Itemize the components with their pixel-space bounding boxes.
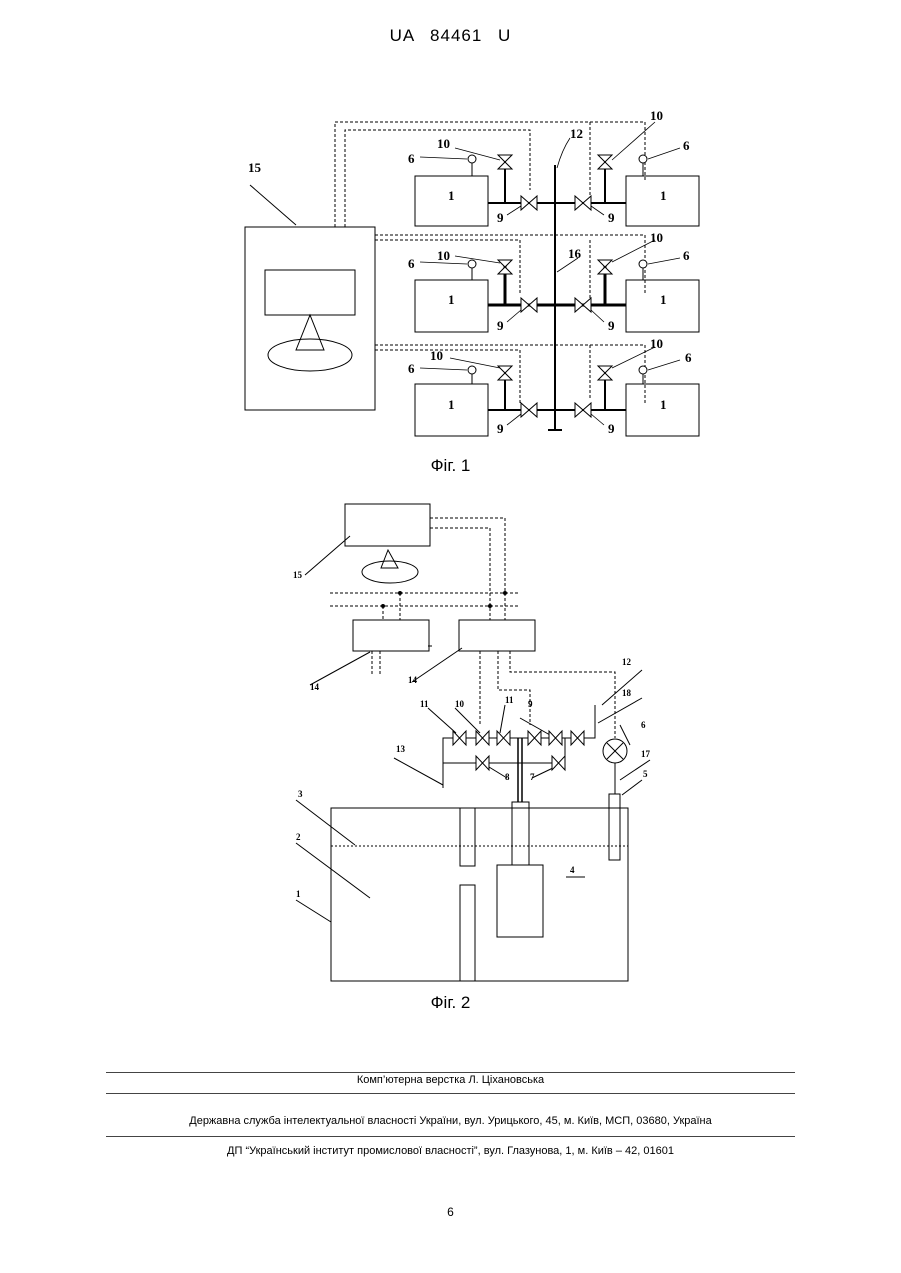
label-valve-main: 9 — [608, 210, 615, 225]
label-12: 12 — [622, 657, 632, 667]
label-valve-aux: 10 — [430, 348, 443, 363]
label-valve-aux: 10 — [650, 108, 663, 123]
label-sensor: 6 — [683, 138, 690, 153]
footer-divider — [106, 1072, 795, 1073]
label-valve-aux: 10 — [650, 230, 663, 245]
label-10: 10 — [455, 699, 465, 709]
label-tank: 1 — [448, 397, 455, 412]
label-sensor: 6 — [408, 151, 415, 166]
label-7: 7 — [530, 772, 535, 782]
label-valve-main: 9 — [608, 318, 615, 333]
label-valve-main: 9 — [608, 421, 615, 436]
figure-2-diagram — [296, 504, 650, 981]
computer-box — [345, 504, 430, 546]
label-sensor: 6 — [685, 350, 692, 365]
label-valve-main: 9 — [497, 210, 504, 225]
control-unit-right — [459, 620, 535, 651]
footer-service: Державна служба інтелектуальної власност… — [0, 1115, 901, 1127]
label-tank: 1 — [448, 188, 455, 203]
level-sensor-5 — [609, 794, 620, 860]
footer-institute: ДП “Український інститут промислової вла… — [0, 1145, 901, 1157]
label-tank: 1 — [660, 397, 667, 412]
label-4: 4 — [570, 865, 575, 875]
label-9: 9 — [528, 699, 533, 709]
label-15: 15 — [293, 570, 303, 580]
controller-stand — [296, 315, 324, 350]
label-collector: 12 — [570, 126, 583, 141]
label-tank: 1 — [660, 188, 667, 203]
label-pipe: 16 — [568, 246, 582, 261]
label-17: 17 — [641, 749, 651, 759]
page-number: 6 — [0, 1205, 901, 1219]
label-tank: 1 — [660, 292, 667, 307]
baffle-top — [460, 808, 475, 866]
label-11: 11 — [505, 695, 514, 705]
label-8: 8 — [505, 772, 510, 782]
tank — [331, 808, 628, 981]
label-valve-aux: 10 — [650, 336, 663, 351]
control-unit-left — [353, 620, 429, 651]
figure-1-caption: Фіг. 1 — [0, 456, 901, 476]
label-14: 14 — [310, 682, 320, 692]
label-sensor: 6 — [408, 256, 415, 271]
label-valve-aux: 10 — [437, 248, 450, 263]
controller-box — [245, 227, 375, 410]
label-2: 2 — [296, 832, 301, 842]
label-6: 6 — [641, 720, 646, 730]
footer-layout-credit: Комп’ютерна верстка Л. Ціхановська — [0, 1074, 901, 1086]
label-controller: 15 — [248, 160, 262, 175]
figure-2-caption: Фіг. 2 — [0, 993, 901, 1013]
label-valve-main: 9 — [497, 318, 504, 333]
label-3: 3 — [298, 789, 303, 799]
label-18: 18 — [622, 688, 632, 698]
footer-divider — [106, 1136, 795, 1137]
pump-shaft — [512, 802, 529, 865]
controller-screen — [265, 270, 355, 315]
label-11: 11 — [420, 699, 429, 709]
label-sensor: 6 — [408, 361, 415, 376]
controller-base — [268, 339, 352, 371]
label-1: 1 — [296, 889, 301, 899]
label-valve-main: 9 — [497, 421, 504, 436]
footer-divider — [106, 1093, 795, 1094]
pump-4 — [497, 865, 543, 937]
label-14: 14 — [408, 675, 418, 685]
label-5: 5 — [643, 769, 648, 779]
label-valve-aux: 10 — [437, 136, 450, 151]
label-tank: 1 — [448, 292, 455, 307]
label-sensor: 6 — [683, 248, 690, 263]
label-13: 13 — [396, 744, 406, 754]
baffle-bottom — [460, 885, 475, 981]
